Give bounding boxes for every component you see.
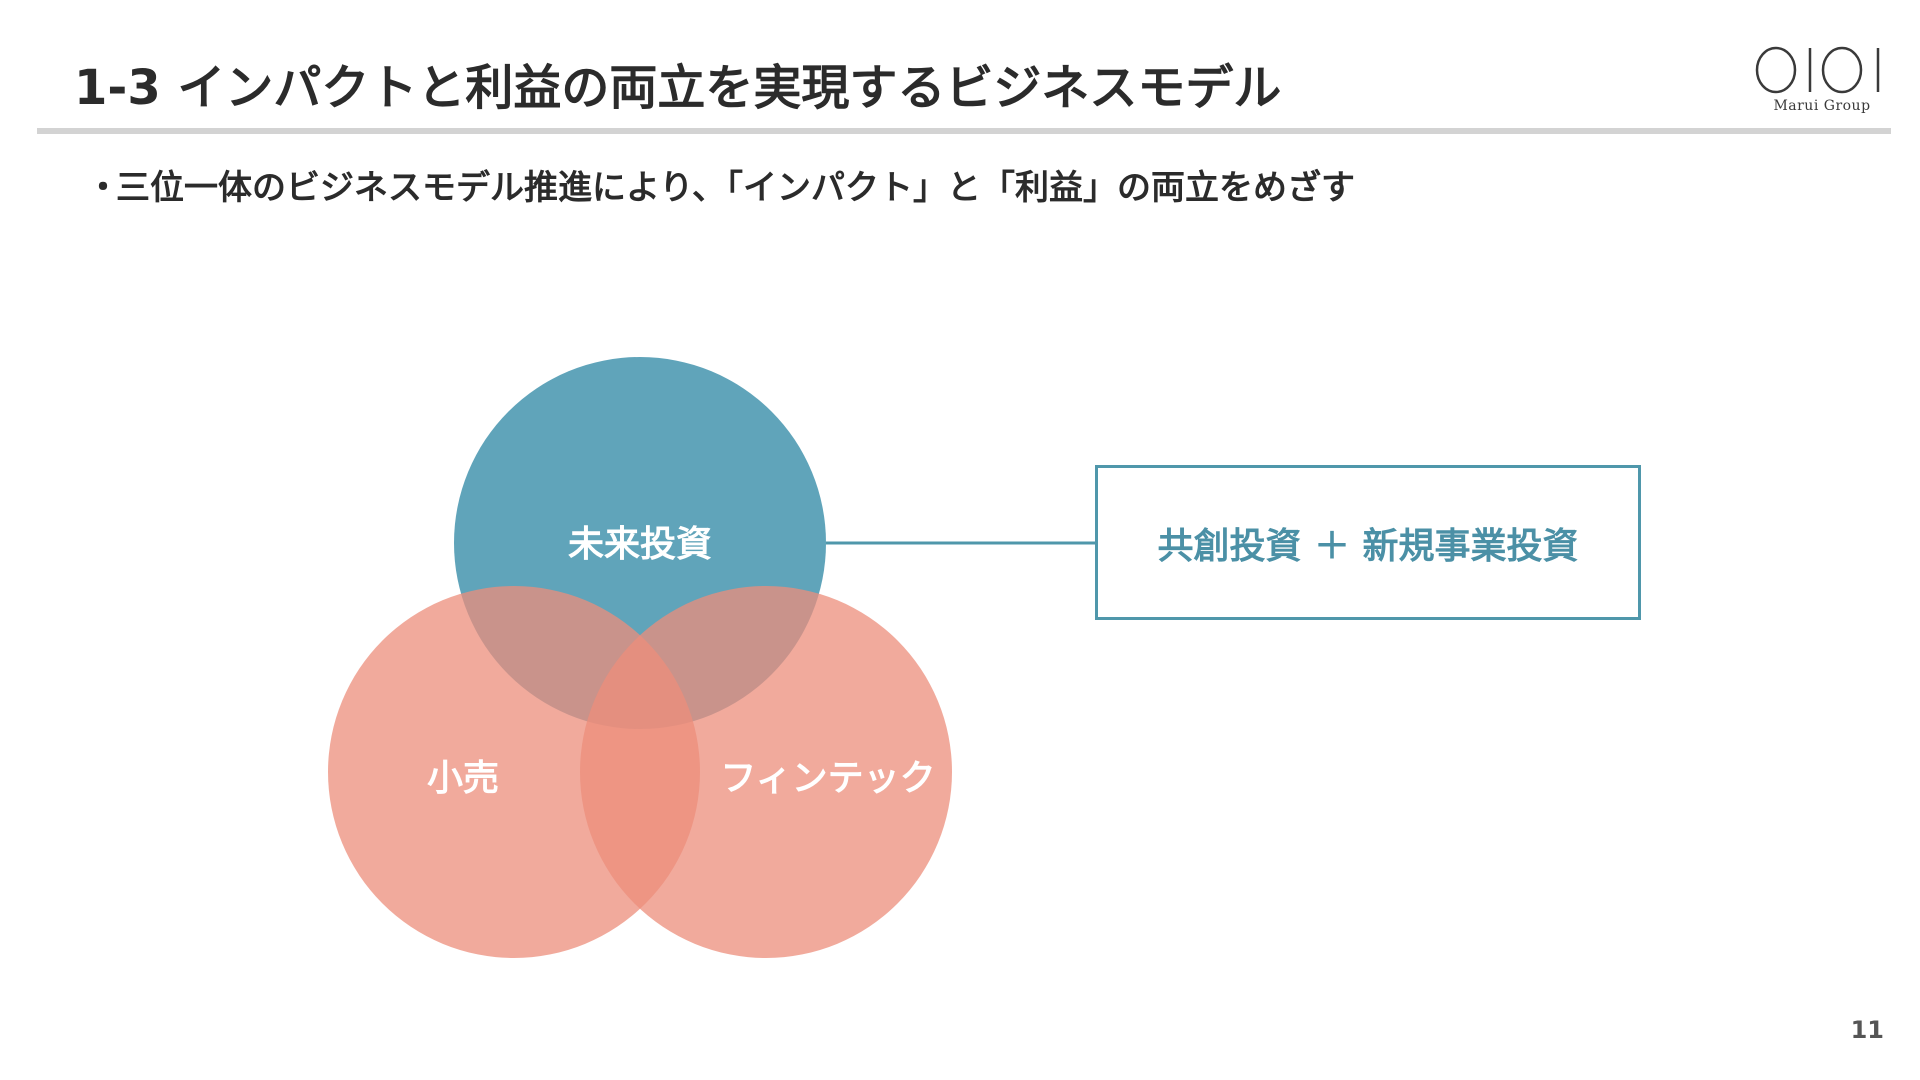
logo-caption: Marui Group xyxy=(1773,98,1871,114)
result-box: 共創投資 ＋ 新規事業投資 xyxy=(1095,465,1641,620)
marui-logo-icon xyxy=(1755,46,1880,94)
bullet-marker: ・ xyxy=(86,168,120,208)
label-fintech: フィンテック xyxy=(720,758,935,799)
label-future-investment: 未来投資 xyxy=(568,524,712,565)
title-divider xyxy=(37,128,1891,134)
page-number: 11 xyxy=(1850,1016,1884,1044)
bullet-text: 三位一体のビジネスモデル推進により、「インパクト」と「利益」の両立をめざす xyxy=(116,168,1355,208)
result-label: 共創投資 ＋ 新規事業投資 xyxy=(1157,525,1579,567)
circle-fintech xyxy=(580,586,952,958)
label-retail: 小売 xyxy=(427,758,499,799)
slide-title: 1-3 インパクトと利益の両立を実現するビジネスモデル xyxy=(74,60,1282,116)
bullet-point: ・三位一体のビジネスモデル推進により、「インパクト」と「利益」の両立をめざす xyxy=(86,160,1355,209)
